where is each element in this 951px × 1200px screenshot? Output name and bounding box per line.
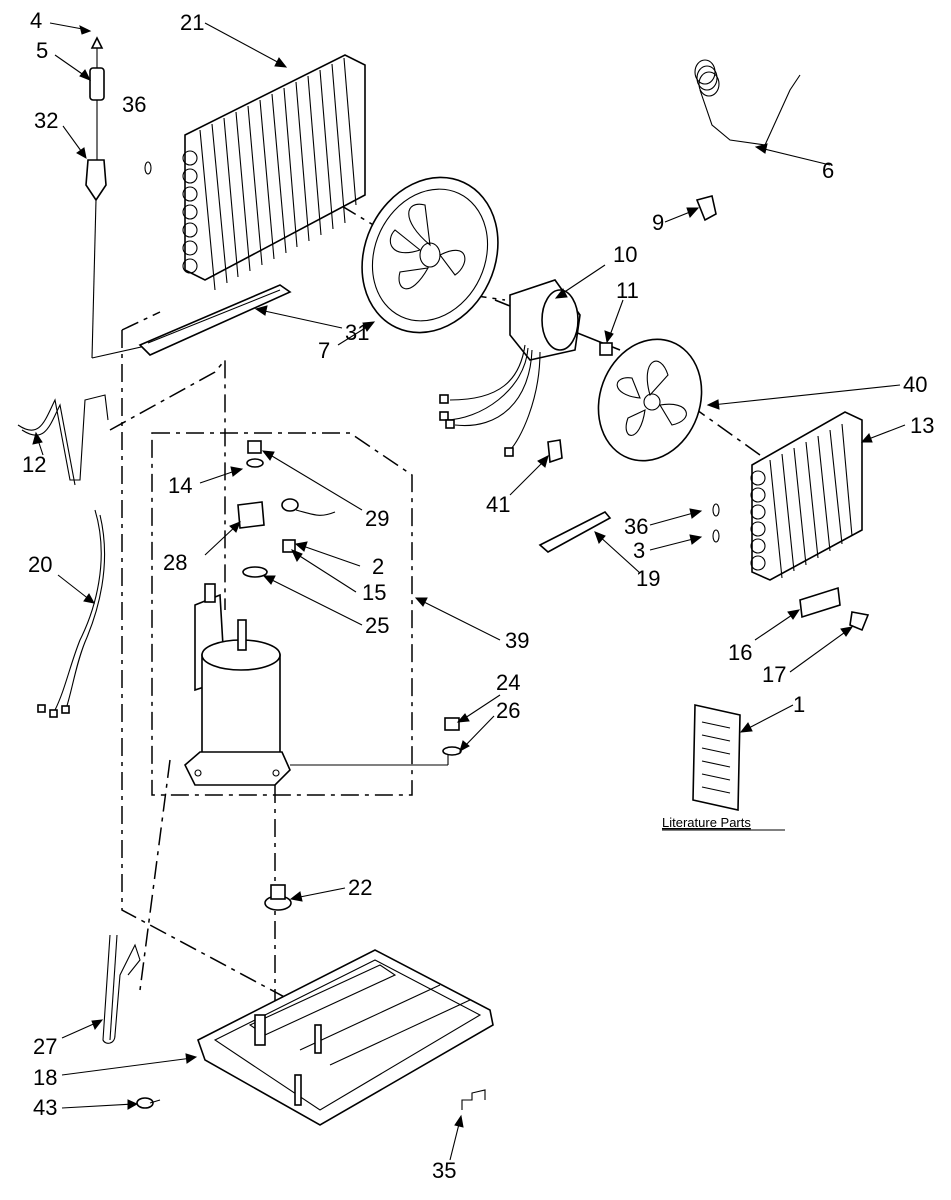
base-nut — [444, 717, 460, 731]
filter-clip — [849, 611, 870, 632]
label-28: 28 — [163, 550, 187, 575]
label-3: 3 — [633, 538, 645, 563]
callout-labels: 4 5 32 36 21 6 9 10 11 31 7 40 13 41 14 … — [22, 8, 934, 1183]
filter-bracket — [799, 586, 841, 619]
capillary-tube — [85, 36, 186, 359]
label-2: 2 — [372, 554, 384, 579]
blower-wheel — [597, 338, 703, 462]
label-21: 21 — [180, 10, 204, 35]
label-25: 25 — [365, 613, 389, 638]
label-10: 10 — [613, 242, 637, 267]
label-18: 18 — [33, 1065, 57, 1090]
leader-arrows — [32, 22, 906, 1161]
support-bracket — [538, 510, 612, 553]
compressor-grommet — [264, 884, 292, 911]
compressor — [184, 583, 291, 786]
wire-clip — [547, 439, 563, 464]
label-43: 43 — [33, 1095, 57, 1120]
label-26: 26 — [496, 698, 520, 723]
label-39: 39 — [505, 628, 529, 653]
literature-parts-caption: Literature Parts — [662, 815, 751, 830]
label-36-right: 36 — [624, 514, 648, 539]
fan-motor — [439, 279, 621, 457]
label-24: 24 — [496, 670, 520, 695]
terminal-cover — [237, 501, 265, 529]
label-20: 20 — [28, 552, 52, 577]
label-36-top: 36 — [122, 92, 146, 117]
top-nut — [247, 440, 262, 454]
wire-harness — [37, 509, 106, 718]
wire-spring — [694, 59, 801, 146]
label-22: 22 — [348, 875, 372, 900]
grommet — [282, 539, 296, 553]
label-12: 12 — [22, 452, 46, 477]
label-29: 29 — [365, 506, 389, 531]
label-16: 16 — [728, 640, 752, 665]
motor-nut — [599, 342, 613, 356]
label-40: 40 — [903, 372, 927, 397]
overload-protector — [281, 498, 336, 516]
label-7: 7 — [318, 338, 330, 363]
label-5: 5 — [36, 38, 48, 63]
label-11: 11 — [616, 278, 639, 303]
label-17: 17 — [762, 662, 786, 687]
mounting-clip — [695, 195, 717, 222]
label-6: 6 — [822, 158, 834, 183]
evaporator-coil — [750, 411, 863, 581]
base-washer — [442, 746, 462, 756]
label-15: 15 — [362, 580, 386, 605]
compressor-assembly-box — [151, 432, 413, 796]
label-9: 9 — [652, 210, 664, 235]
clip-small-right — [712, 503, 720, 543]
label-19: 19 — [636, 566, 660, 591]
base-pan — [197, 949, 494, 1126]
top-washer — [246, 458, 264, 468]
literature-booklet — [692, 704, 741, 811]
label-41: 41 — [486, 492, 510, 517]
return-tube — [17, 394, 109, 486]
wire-retainer — [461, 1089, 486, 1110]
label-31: 31 — [345, 320, 369, 345]
condenser-coil — [182, 54, 366, 291]
label-35: 35 — [432, 1158, 456, 1183]
label-27: 27 — [33, 1034, 57, 1059]
label-14: 14 — [168, 473, 192, 498]
label-32: 32 — [34, 108, 58, 133]
drain-trough — [138, 284, 292, 356]
terminal-washer — [242, 566, 268, 578]
clip-small-top — [144, 161, 152, 175]
discharge-tube — [102, 934, 141, 1044]
label-1: 1 — [793, 692, 805, 717]
label-13: 13 — [910, 413, 934, 438]
mounting-screw — [136, 1097, 161, 1109]
label-4: 4 — [30, 8, 42, 33]
fan-shroud — [361, 176, 499, 334]
